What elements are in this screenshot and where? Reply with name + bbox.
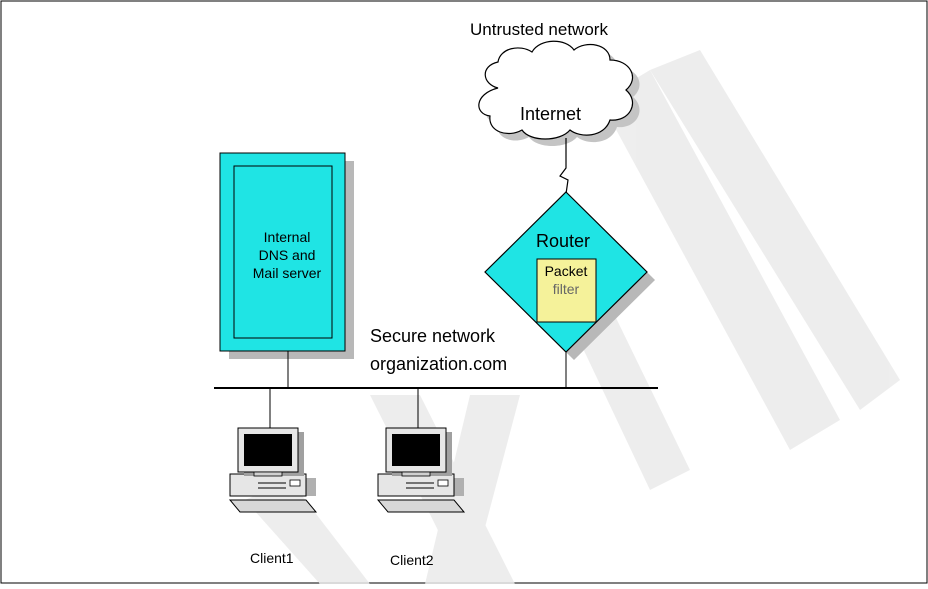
secure-network-domain-label: organization.com [370, 354, 508, 374]
internet-label: Internet [520, 104, 582, 124]
client2-label: Client2 [390, 552, 434, 568]
client2-computer-icon [376, 427, 466, 513]
wan-link [559, 138, 569, 195]
untrusted-network-label: Untrusted network [470, 20, 608, 39]
server-label-line2: DNS and [258, 247, 316, 263]
server-label-line1: Internal [263, 229, 311, 245]
packet-filter-line1: Packet [544, 263, 588, 279]
packet-filter-line2: filter [552, 281, 580, 297]
client1-computer-icon [228, 427, 318, 513]
server-panel [233, 165, 333, 339]
internet-cloud [478, 40, 633, 140]
packet-filter-label: Packet filter [538, 262, 594, 298]
packet-filter-box [536, 258, 597, 323]
server-label-line3: Mail server [252, 265, 322, 281]
router-label: Router [536, 231, 591, 251]
client1-label: Client1 [250, 550, 294, 566]
server-label: Internal DNS and Mail server [232, 228, 342, 282]
secure-network-label: Secure network [370, 326, 496, 346]
